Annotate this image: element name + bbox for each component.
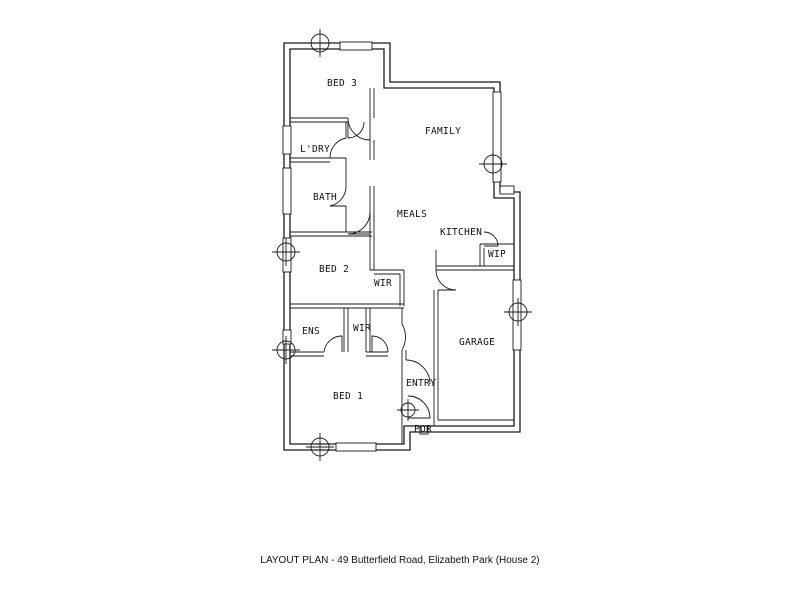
vent-marker: [397, 399, 419, 421]
vent-marker: [504, 298, 532, 326]
label-family: FAMILY: [425, 126, 461, 137]
label-bed1: BED 1: [333, 391, 363, 402]
label-bed2: BED 2: [319, 264, 349, 275]
interior-walls: [290, 88, 514, 444]
room-labels: BED 3 FAMILY L'DRY BATH MEALS KITCHEN WI…: [300, 78, 506, 435]
label-garage: GARAGE: [459, 337, 495, 348]
doors: [323, 117, 499, 419]
label-laundry: L'DRY: [300, 144, 330, 155]
label-bath: BATH: [313, 192, 337, 203]
vent-marker: [306, 433, 334, 461]
label-porch: POR: [414, 424, 432, 435]
label-meals: MEALS: [397, 209, 427, 220]
label-ens: ENS: [302, 326, 320, 337]
vent-marker: [272, 336, 300, 364]
vent-marker: [306, 29, 334, 57]
label-wir-bed2: WIR: [374, 278, 392, 289]
label-bed3: BED 3: [327, 78, 357, 89]
label-wir-bed1: WIR: [353, 323, 371, 334]
label-entry: ENTRY: [406, 378, 436, 389]
windows: [282, 41, 522, 452]
plan-caption: LAYOUT PLAN - 49 Butterfield Road, Eliza…: [260, 555, 540, 566]
label-kitchen: KITCHEN: [440, 227, 482, 238]
vent-marker: [479, 150, 507, 178]
vent-marker: [272, 238, 300, 266]
label-wip: WIP: [488, 249, 506, 260]
vent-markers: [272, 29, 532, 461]
